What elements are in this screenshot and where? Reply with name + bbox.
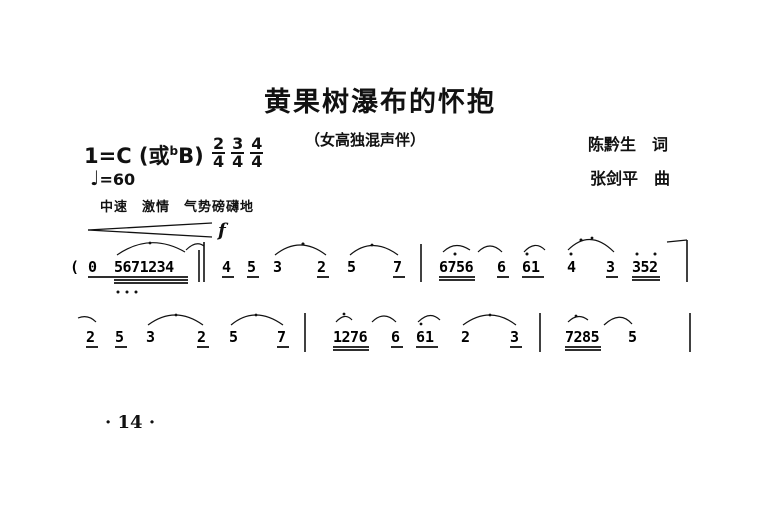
tempo-value: =60 xyxy=(99,170,136,189)
expression-marking: 中速 激情 气势磅礴地 xyxy=(100,200,255,215)
slur-accents xyxy=(148,236,594,247)
crescendo-hairpin xyxy=(87,222,213,238)
slurs xyxy=(147,314,633,326)
note-group: 61 xyxy=(522,258,540,276)
note-group: 7 xyxy=(277,328,286,346)
open-paren: ( xyxy=(70,258,79,276)
note-group: 6756 xyxy=(439,258,474,276)
note-group: 61 xyxy=(416,328,434,346)
tie-continuation xyxy=(666,239,688,243)
tempo-marking: ♩=60 xyxy=(90,166,135,190)
lyricist-credit: 陈黔生 词 xyxy=(588,135,669,154)
note-group: 7 xyxy=(393,258,402,276)
low-octave-dots xyxy=(116,290,138,294)
key-alt: B) xyxy=(178,144,204,168)
note-group: 3 xyxy=(273,258,282,276)
note-group: 1276 xyxy=(333,328,368,346)
composer-credit: 张剑平 曲 xyxy=(590,169,671,188)
high-octave-dots xyxy=(301,238,657,256)
beam-lines xyxy=(333,346,522,351)
high-octave-dots xyxy=(174,312,578,326)
note-group: 5 xyxy=(229,328,238,346)
note-group: 2 xyxy=(461,328,470,346)
page-number: · 14 · xyxy=(105,412,156,433)
quarter-note-icon: ♩ xyxy=(90,166,100,190)
note-group: 2 xyxy=(197,328,206,346)
beam-lines xyxy=(88,276,188,284)
key-main: 1=C (或 xyxy=(84,144,170,168)
key-flat: b xyxy=(169,144,179,158)
voicing-note: （女高独混声伴） xyxy=(305,131,426,149)
beam-lines xyxy=(565,346,601,351)
note-group: 2 xyxy=(86,328,95,346)
note-group: 4 xyxy=(567,258,576,276)
note-group: 5 xyxy=(247,258,256,276)
dynamic-marking: f xyxy=(218,220,226,241)
slurs xyxy=(116,238,615,256)
note-group: 7285 xyxy=(565,328,600,346)
note-group: 6 xyxy=(391,328,400,346)
note-group: 4 xyxy=(222,258,231,276)
tie-start xyxy=(77,316,97,323)
note-group: 3 xyxy=(146,328,155,346)
note-group: 3 xyxy=(510,328,519,346)
key-signature: 1=C (或bB) xyxy=(84,140,204,170)
note-group: 0 xyxy=(88,258,97,276)
note-group: 3 xyxy=(606,258,615,276)
note-group: 5 xyxy=(628,328,637,346)
note-group: 5671234 xyxy=(114,258,174,276)
note-group: 5 xyxy=(115,328,124,346)
beam-lines xyxy=(439,276,660,281)
page-title: 黄果树瀑布的怀抱 xyxy=(264,87,496,118)
note-group: 5 xyxy=(347,258,356,276)
note-group: 2 xyxy=(317,258,326,276)
note-group: 352 xyxy=(632,258,658,276)
note-group: 6 xyxy=(497,258,506,276)
